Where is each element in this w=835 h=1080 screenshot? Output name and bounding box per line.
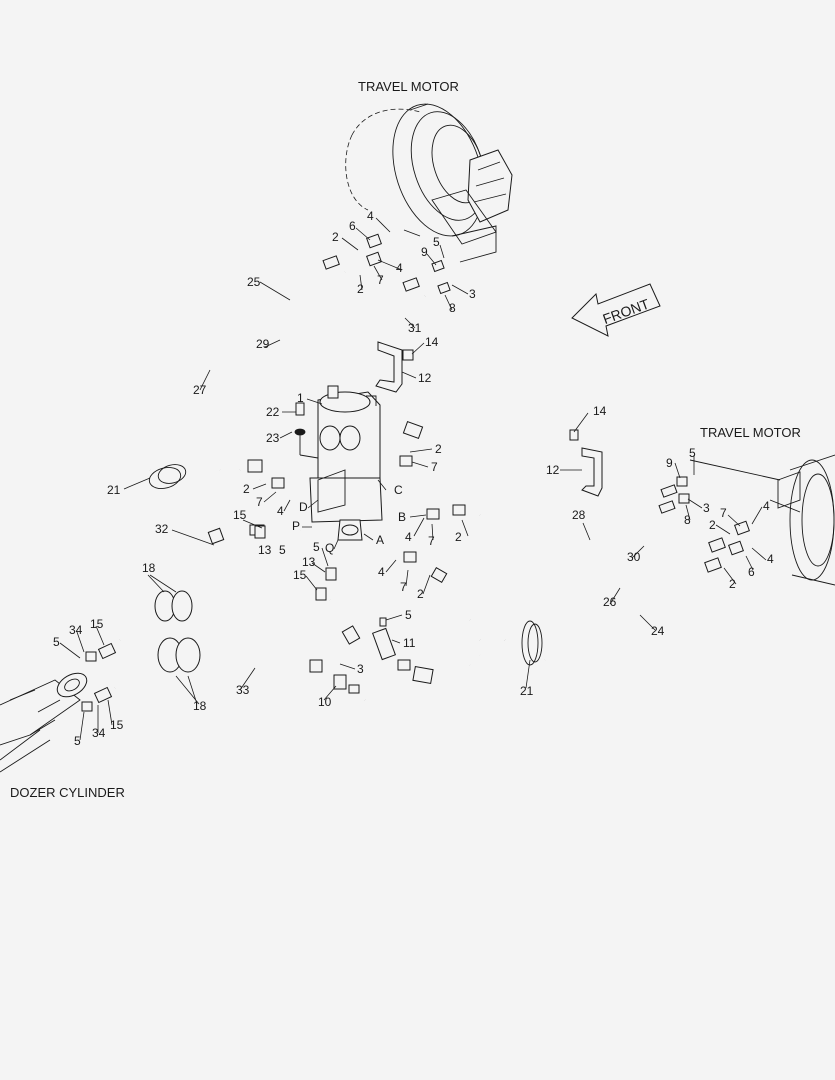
callout-label: 3 <box>703 501 710 515</box>
callout-label: 9 <box>421 245 428 259</box>
callout-label: 2 <box>455 530 462 544</box>
travel-motor-top <box>345 103 513 263</box>
callout-label: 2 <box>332 230 339 244</box>
callouts-top-motor: 4 6 2 4 2 7 9 5 3 8 <box>332 209 476 315</box>
leader-lines <box>59 217 767 741</box>
label-travel-motor-top: TRAVEL MOTOR <box>358 79 459 94</box>
label-travel-motor-right: TRAVEL MOTOR <box>700 425 801 440</box>
callout-label: 25 <box>247 275 261 289</box>
callout-label: 13 <box>302 555 316 569</box>
callout-label: 13 <box>258 543 272 557</box>
callout-label: 2 <box>417 587 424 601</box>
callout-label: 2 <box>729 577 736 591</box>
port-label-d: D <box>299 500 308 514</box>
callout-label: 34 <box>92 726 106 740</box>
callout-label: 5 <box>279 543 286 557</box>
callout-label: 5 <box>405 608 412 622</box>
hose-bundle <box>105 259 717 734</box>
callout-label: 14 <box>425 335 439 349</box>
callout-label: 3 <box>357 662 364 676</box>
callout-label: 7 <box>400 580 407 594</box>
callout-label: 7 <box>431 460 438 474</box>
travel-motor-right <box>689 454 835 586</box>
callout-label: 33 <box>236 683 250 697</box>
callout-label: 4 <box>763 499 770 513</box>
callout-label: 6 <box>748 565 755 579</box>
label-dozer-cylinder: DOZER CYLINDER <box>10 785 125 800</box>
clamps <box>148 464 543 673</box>
center-swivel-joint <box>299 385 383 541</box>
port-label-p: P <box>292 519 300 533</box>
callout-label: 21 <box>107 483 121 497</box>
callout-label: 27 <box>193 383 207 397</box>
callout-label: 5 <box>53 635 60 649</box>
callout-label: 4 <box>367 209 374 223</box>
front-arrow: FRONT <box>571 283 661 337</box>
callout-label: 30 <box>627 550 641 564</box>
port-label-a: A <box>376 533 384 547</box>
callout-label: 7 <box>720 506 727 520</box>
callout-label: 8 <box>449 301 456 315</box>
callout-label: 4 <box>396 261 403 275</box>
callout-label: 14 <box>593 404 607 418</box>
callout-label: 15 <box>293 568 307 582</box>
callout-label: 3 <box>469 287 476 301</box>
callout-label: 34 <box>69 623 83 637</box>
callout-label: 32 <box>155 522 169 536</box>
callout-label: 4 <box>378 565 385 579</box>
callout-label: 8 <box>684 513 691 527</box>
dozer-cylinder <box>0 672 88 773</box>
callout-label: 2 <box>357 282 364 296</box>
callout-label: 29 <box>256 337 270 351</box>
callout-label: 11 <box>403 636 416 650</box>
callout-label: 4 <box>277 504 284 518</box>
callout-label: 7 <box>256 495 263 509</box>
callout-label: 12 <box>546 463 560 477</box>
callout-label: 9 <box>666 456 673 470</box>
callout-label: 5 <box>74 734 81 748</box>
callout-label: 24 <box>651 624 665 638</box>
callout-label: 2 <box>243 482 250 496</box>
callout-label: 7 <box>428 534 435 548</box>
callout-label: 4 <box>405 530 412 544</box>
port-label-q: Q <box>325 541 334 555</box>
port-label-c: C <box>394 483 403 497</box>
callout-label: 28 <box>572 508 586 522</box>
callout-label: 4 <box>767 552 774 566</box>
callout-label: 5 <box>433 235 440 249</box>
callout-label: 18 <box>142 561 156 575</box>
callout-label: 15 <box>110 718 124 732</box>
callout-label: 15 <box>90 617 104 631</box>
callout-label: 7 <box>377 273 384 287</box>
callout-label: 2 <box>709 518 716 532</box>
callout-label: 5 <box>689 446 696 460</box>
fittings <box>81 233 750 712</box>
callout-label: 21 <box>520 684 534 698</box>
port-label-b: B <box>398 510 406 524</box>
port-labels: P D B C A Q <box>292 483 406 555</box>
callout-label: 1 <box>297 391 304 405</box>
callout-label: 23 <box>266 431 280 445</box>
callouts-right-motor: 14 12 9 5 3 8 28 7 4 2 6 4 30 2 26 24 21 <box>520 404 774 698</box>
callout-label: 10 <box>318 695 332 709</box>
callout-label: 18 <box>193 699 207 713</box>
callout-label: 12 <box>418 371 432 385</box>
callouts-center-lower: 32 5 13 15 5 11 3 10 33 <box>155 522 416 709</box>
callouts-center-joint: 1 22 23 2 7 2 7 4 21 15 13 5 2 4 7 4 7 2 <box>107 391 462 601</box>
callout-label: 22 <box>266 405 280 419</box>
callout-label: 15 <box>233 508 247 522</box>
callout-label: 6 <box>349 219 356 233</box>
callout-label: 2 <box>435 442 442 456</box>
callout-label: 5 <box>313 540 320 554</box>
